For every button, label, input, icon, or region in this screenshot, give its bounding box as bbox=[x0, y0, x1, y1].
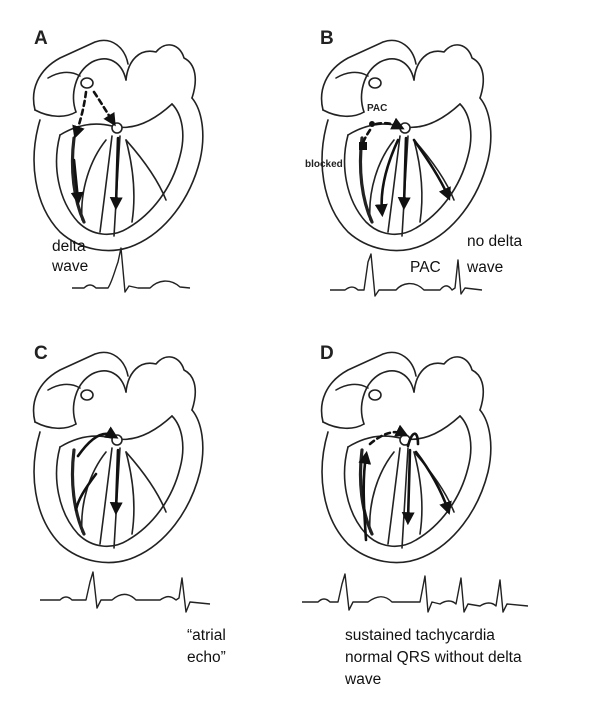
panel-letter-c: C bbox=[34, 343, 48, 364]
panel-b: B PAC blocked PAC no delta wave bbox=[305, 28, 523, 297]
panel-c: C “atrial echo” bbox=[32, 343, 226, 666]
panel-letter-d: D bbox=[320, 343, 334, 364]
ecg-trace-b bbox=[330, 253, 483, 297]
arrow-right-branch-b bbox=[374, 138, 400, 218]
label-pac-b: PAC bbox=[367, 103, 387, 114]
arrow-pathway-up-d bbox=[358, 450, 372, 542]
caption-a-line1: delta bbox=[52, 238, 86, 255]
heart-outline-d bbox=[320, 351, 492, 564]
caption-d-line2: normal QRS without delta bbox=[345, 649, 522, 666]
arrow-sa-to-av-a bbox=[92, 90, 116, 127]
arrow-his-d bbox=[401, 448, 415, 526]
arrow-av-loop-d bbox=[406, 432, 420, 448]
arrow-pac-to-av-b bbox=[374, 117, 405, 130]
caption-b-line1: no delta bbox=[467, 233, 523, 250]
ecg-trace-d bbox=[302, 573, 529, 613]
arrow-his-b bbox=[397, 136, 411, 211]
caption-b-pac: PAC bbox=[410, 259, 441, 276]
arrow-his-a bbox=[109, 136, 123, 211]
panel-letter-a: A bbox=[34, 28, 48, 49]
label-blocked-b: blocked bbox=[305, 159, 343, 170]
arrow-pac-to-pathway-b bbox=[361, 128, 372, 145]
arrow-loop-c bbox=[74, 472, 98, 512]
ecg-trace-c bbox=[40, 571, 211, 613]
panel-a: A delta wave bbox=[32, 28, 204, 293]
caption-c-line1: “atrial bbox=[187, 627, 226, 644]
arrow-pathway-a bbox=[70, 158, 84, 206]
arrow-left-branch-b bbox=[412, 138, 451, 201]
accessory-pathway-c bbox=[70, 448, 86, 536]
arrow-his-c bbox=[109, 448, 123, 516]
panel-d: D sustained tachycardia normal QRS witho… bbox=[302, 343, 529, 688]
accessory-pathway-a bbox=[70, 136, 86, 224]
caption-d-line1: sustained tachycardia bbox=[345, 627, 495, 644]
caption-a-line2: wave bbox=[51, 258, 88, 275]
caption-d-line3: wave bbox=[344, 671, 381, 688]
ecg-trace-a bbox=[72, 247, 191, 293]
arrow-retrograde-c bbox=[76, 426, 119, 458]
caption-b-line2: wave bbox=[466, 259, 503, 276]
block-marker-b bbox=[359, 142, 367, 150]
caption-c-line2: echo” bbox=[187, 649, 226, 666]
arrow-sa-to-pathway-a bbox=[72, 90, 88, 139]
panel-letter-b: B bbox=[320, 28, 334, 49]
pac-origin-dot-b bbox=[369, 121, 375, 127]
arrow-retrograde-d bbox=[368, 424, 409, 446]
arrow-left-branch-d bbox=[414, 450, 452, 515]
